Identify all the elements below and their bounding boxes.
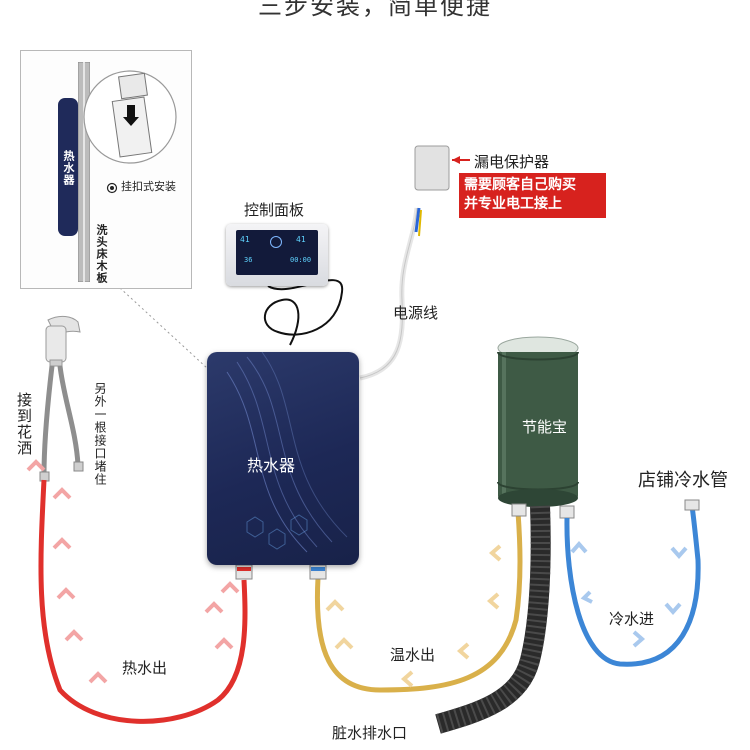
shower-label: 接到花洒	[15, 392, 33, 456]
inset-board-label: 洗头床木板	[95, 224, 108, 284]
inset-zoom-circle	[83, 70, 177, 164]
arrow-left-icon	[452, 156, 460, 164]
heater-label: 热水器	[247, 456, 296, 475]
leakage-protector-label: 漏电保护器	[474, 153, 550, 171]
inset-mount-caption: 挂扣式安装	[121, 180, 176, 193]
cold-water-pipe	[564, 505, 701, 667]
screen-value-1: 41	[240, 235, 250, 244]
energy-saver	[497, 336, 579, 507]
screen-value-4: 00:00	[290, 256, 312, 264]
arrow-down-icon	[123, 105, 139, 126]
store-pipe-fitting	[684, 499, 700, 511]
inset-heater-label: 热水器	[62, 150, 75, 186]
warning-line-2: 并专业电工接上	[464, 196, 562, 212]
hot-flow-arrows	[26, 459, 240, 684]
energy-saver-label: 节能宝	[522, 418, 568, 436]
radio-dot-icon	[106, 179, 118, 194]
warning-line-1: 需要顾客自己购买	[464, 177, 576, 193]
warm-flow-arrows	[325, 544, 502, 688]
warm-water-pipe	[314, 511, 523, 693]
warning-box: 需要顾客自己购买 并专业电工接上	[459, 173, 606, 218]
screen-value-2: 41	[296, 235, 306, 244]
saver-warm-port	[511, 503, 527, 517]
inset-leader-line	[119, 287, 208, 369]
heater-wave-pattern	[226, 352, 348, 553]
shower-faucet	[45, 315, 81, 367]
store-pipe-label: 店铺冷水管	[638, 470, 728, 491]
water-heater	[207, 352, 359, 565]
drain-hose	[435, 505, 551, 734]
leakage-protector-box	[414, 145, 450, 191]
control-panel-label: 控制面板	[244, 201, 305, 219]
power-icon	[270, 236, 282, 248]
plug-label: 另外一根接口堵住	[93, 382, 107, 486]
hot-water-pipe	[38, 479, 248, 724]
warm-out-label: 温水出	[390, 646, 436, 664]
control-panel-cable	[264, 279, 344, 346]
drain-label: 脏水排水口	[332, 724, 408, 742]
power-cord	[359, 207, 420, 381]
screen-value-3: 36	[244, 256, 253, 264]
cold-in-label: 冷水进	[609, 610, 655, 628]
power-cord-label: 电源线	[393, 304, 439, 322]
hot-out-label: 热水出	[122, 659, 168, 677]
page-title: 三步安装，简单便捷	[258, 0, 492, 20]
shower-hose	[41, 365, 55, 476]
saver-cold-port	[559, 505, 575, 519]
cold-flow-arrows	[570, 540, 688, 648]
spare-hose	[57, 365, 81, 466]
inset-heater-shape	[58, 98, 78, 236]
